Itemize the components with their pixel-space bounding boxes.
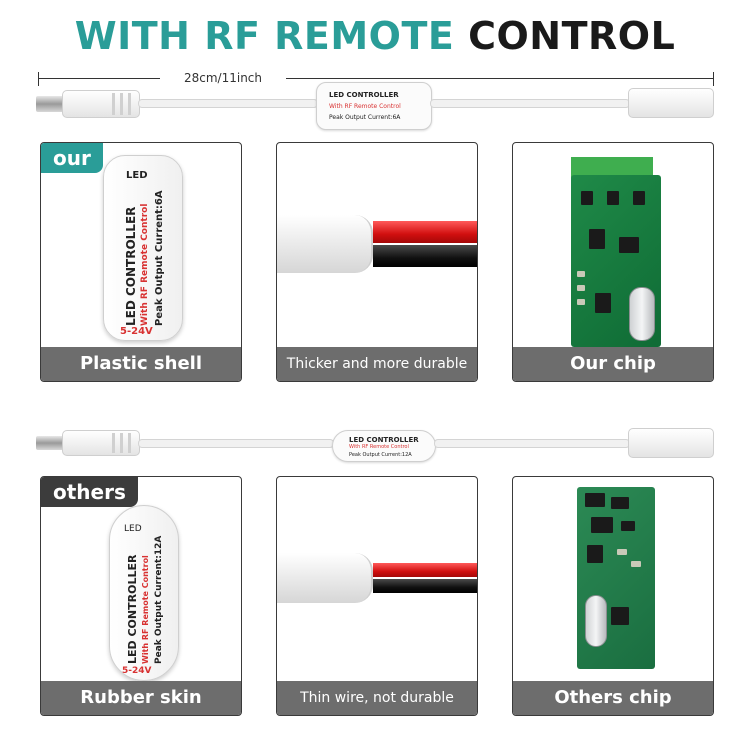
title-accent: WITH RF REMOTE — [74, 14, 455, 58]
panel-our-chip: Our chip — [512, 142, 714, 382]
panel-others-wire: Thin wire, not durable — [276, 476, 478, 716]
caption-thin-wire: Thin wire, not durable — [277, 681, 477, 715]
dc-male-plug-tip-mid — [36, 436, 64, 450]
our-led-label: LED — [126, 170, 148, 181]
caption-others-chip: Others chip — [513, 681, 713, 715]
caption-rubber-skin: Rubber skin — [41, 681, 241, 715]
others-tag: others — [41, 477, 138, 507]
dimension-line — [38, 78, 714, 79]
cable-right-mid — [434, 439, 630, 448]
dc-male-plug-body-mid — [62, 430, 140, 456]
title-dark: CONTROL — [468, 14, 676, 58]
our-pcb — [571, 175, 661, 347]
black-wire-thin — [373, 579, 477, 593]
mid-controller-module: LED CONTROLLER With RF Remote Control Pe… — [332, 430, 436, 462]
dimension-tick-right — [713, 72, 714, 86]
caption-thicker-durable: Thicker and more durable — [277, 347, 477, 381]
panel-others-chip: Others chip — [512, 476, 714, 716]
others-controller-body: LED LED CONTROLLER With RF Remote Contro… — [109, 505, 179, 681]
top-controller-module: LED CONTROLLER With RF Remote Control Pe… — [316, 82, 432, 130]
red-wire-thick — [373, 221, 477, 243]
dimension-label: 28cm/11inch — [160, 70, 286, 86]
dimension-tick-left — [38, 72, 39, 86]
cable-right — [430, 99, 630, 108]
caption-our-chip: Our chip — [513, 347, 713, 381]
cable-left-mid — [138, 439, 334, 448]
thin-cable-sheath — [277, 553, 373, 603]
panel-our-shell: LED LED CONTROLLER With RF Remote Contro… — [40, 142, 242, 382]
our-controller-body: LED LED CONTROLLER With RF Remote Contro… — [103, 155, 183, 341]
panel-others-skin: LED LED CONTROLLER With RF Remote Contro… — [40, 476, 242, 716]
thick-cable-sheath — [277, 215, 373, 273]
dc-female-plug-mid — [628, 428, 714, 458]
panel-our-wire: Thicker and more durable — [276, 142, 478, 382]
page-title: WITH RF REMOTE CONTROL — [0, 14, 750, 58]
others-led-label: LED — [124, 524, 142, 534]
our-chip-crystal — [629, 287, 655, 341]
caption-plastic-shell: Plastic shell — [41, 347, 241, 381]
dc-male-plug-tip — [36, 96, 64, 112]
dc-female-plug — [628, 88, 714, 118]
black-wire-thick — [373, 245, 477, 267]
others-chip-crystal — [585, 595, 607, 647]
others-voltage-label: 5-24V — [122, 666, 152, 676]
our-tag: our — [41, 143, 103, 173]
cable-left — [138, 99, 318, 108]
our-voltage-label: 5-24V — [120, 326, 153, 337]
others-pcb — [577, 487, 655, 669]
red-wire-thin — [373, 563, 477, 577]
